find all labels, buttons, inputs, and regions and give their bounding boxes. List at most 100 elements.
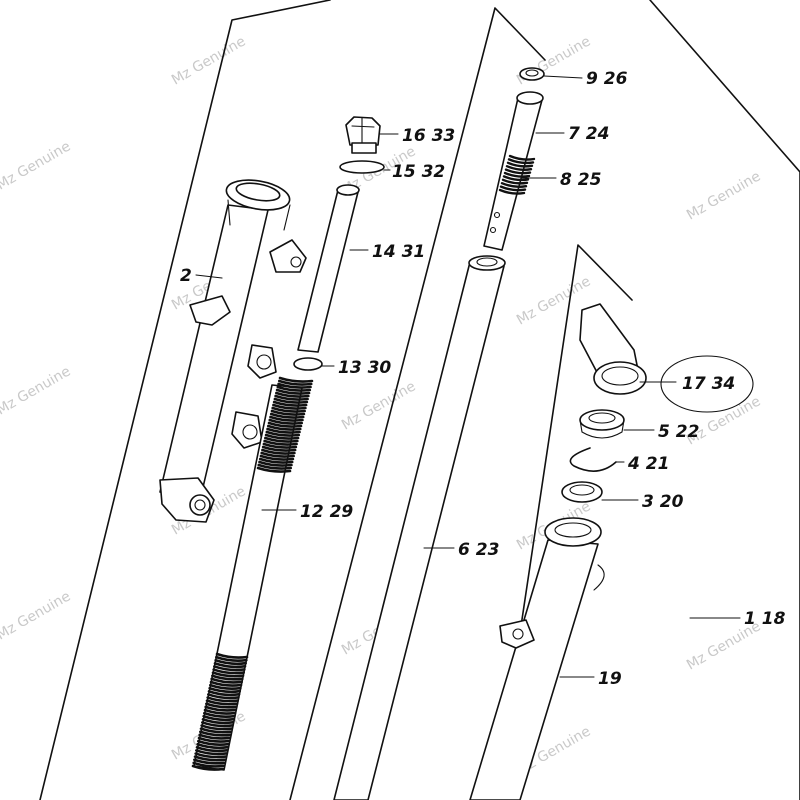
spring-coil-turn [211, 674, 244, 681]
spring-coil-turn [205, 699, 239, 706]
spring-coil-turn [205, 702, 238, 709]
top-washer [519, 67, 545, 81]
spring-coil-turn [202, 714, 235, 722]
spring-coil-turn [200, 724, 233, 731]
watermark-text: Mz Genuine [684, 168, 763, 223]
leader-2 [195, 274, 223, 279]
outer-tube-top-inner [235, 182, 281, 202]
spacer-tube-body [297, 189, 359, 353]
spring-coil-turn [207, 690, 241, 697]
label-9-26: 9 26 [586, 69, 628, 89]
spring-coil-turn [272, 400, 308, 407]
spring-coil-turn [274, 394, 309, 401]
label-8-25: 8 25 [560, 170, 601, 190]
spring-coil-turn [196, 742, 229, 750]
spring-coil-turn [214, 658, 247, 666]
spring-coil-turn [198, 733, 231, 740]
spring-coil-turn [498, 188, 526, 195]
spring-coil-turn [258, 460, 293, 467]
spring-coil-turn [499, 185, 527, 192]
spring-coil-turn [193, 755, 227, 762]
label-15-32: 15 32 [392, 162, 445, 182]
spring-coil-turn [201, 718, 235, 725]
bolt-o-ring [339, 160, 385, 174]
upper-mount-tab [269, 239, 307, 273]
spring-coil-turn [265, 430, 301, 437]
outer-tube-collar [227, 199, 291, 231]
bolt-head-facets [351, 117, 375, 146]
label-13-30: 13 30 [338, 358, 391, 378]
bushing-inner [569, 484, 595, 496]
spring-coil-lower [191, 652, 249, 771]
spacer-tube-top [336, 184, 360, 196]
spring-coil-turn [266, 424, 302, 431]
upper-mount-hole [290, 256, 302, 268]
outer-fork-tube [159, 179, 307, 523]
spring-washer [293, 357, 323, 371]
lower-slider-clip [593, 564, 605, 591]
oil-seal-lip [579, 419, 625, 439]
spring-coil-turn [276, 385, 312, 392]
lower-slider [469, 517, 605, 800]
watermark-text: Mz Genuine [0, 363, 73, 418]
spring-coil-turn [507, 158, 535, 165]
spring-coil-turn [257, 463, 293, 470]
bolt-thread [351, 142, 377, 154]
fork-spring-assembly [191, 376, 314, 771]
snap-ring [569, 447, 617, 472]
watermark-text: Mz Genuine [0, 588, 73, 643]
watermark-text: Mz Genuine [514, 33, 593, 88]
spring-coil-turn [268, 418, 304, 425]
spring-coil-turn [208, 686, 241, 694]
highlight-circle [660, 355, 754, 413]
inner-tube-top [468, 255, 506, 271]
inner-frame-center [289, 7, 546, 800]
spring-coil-turn [206, 696, 239, 703]
spring-coil-turn [502, 175, 530, 182]
spring-coil-turn [260, 451, 295, 458]
spring-coil-turn [210, 677, 243, 684]
spring-coil-turn [203, 708, 237, 715]
spring-coil-turn [258, 457, 294, 464]
spring-coil-turn [199, 730, 232, 737]
caliper-mount-lower [231, 411, 263, 449]
spring-coil-turn [267, 421, 303, 428]
rebound-spring [498, 154, 536, 195]
spring-coil-turn [264, 433, 300, 440]
outer-frame-left [39, 0, 331, 800]
group-frames [39, 0, 800, 800]
label-3-20: 3 20 [642, 492, 684, 512]
spring-coil-turn [215, 652, 249, 659]
lower-slider-lug [499, 619, 535, 649]
spring-coil-turn [199, 727, 233, 734]
spring-coil-turn [193, 758, 226, 765]
spring-coil-turn [273, 397, 309, 404]
leader-9-26 [543, 75, 583, 79]
spring-coil-turn [275, 388, 311, 395]
lower-slider-lug-hole [512, 628, 524, 640]
label-7-24: 7 24 [568, 124, 609, 144]
label-19: 19 [598, 669, 622, 689]
inner-tube-top-bore [476, 257, 498, 267]
spring-coil-turn [256, 466, 292, 473]
watermark-text: Mz Genuine [169, 33, 248, 88]
spring-coil-turn [508, 154, 536, 161]
label-6-23: 6 23 [458, 540, 499, 560]
spring-coil-turn [203, 711, 236, 718]
spring-coil-turn [192, 761, 225, 768]
spring-coil-turn [209, 683, 242, 690]
damper-rod-top [516, 91, 544, 105]
oil-seal-inner [588, 412, 616, 424]
label-5-22: 5 22 [658, 422, 699, 442]
lower-slider-top [544, 517, 602, 547]
spring-coil-turn [266, 427, 301, 434]
spring-coil-turn [501, 178, 529, 185]
label-4-21: 4 21 [627, 454, 669, 474]
side-bracket [189, 295, 231, 326]
caliper-mount-upper-hole [256, 354, 272, 370]
spring-coil-turn [191, 764, 225, 771]
spring-coil-turn [504, 168, 532, 175]
dust-boot [579, 303, 647, 395]
label-1-18: 1 18 [744, 609, 786, 629]
